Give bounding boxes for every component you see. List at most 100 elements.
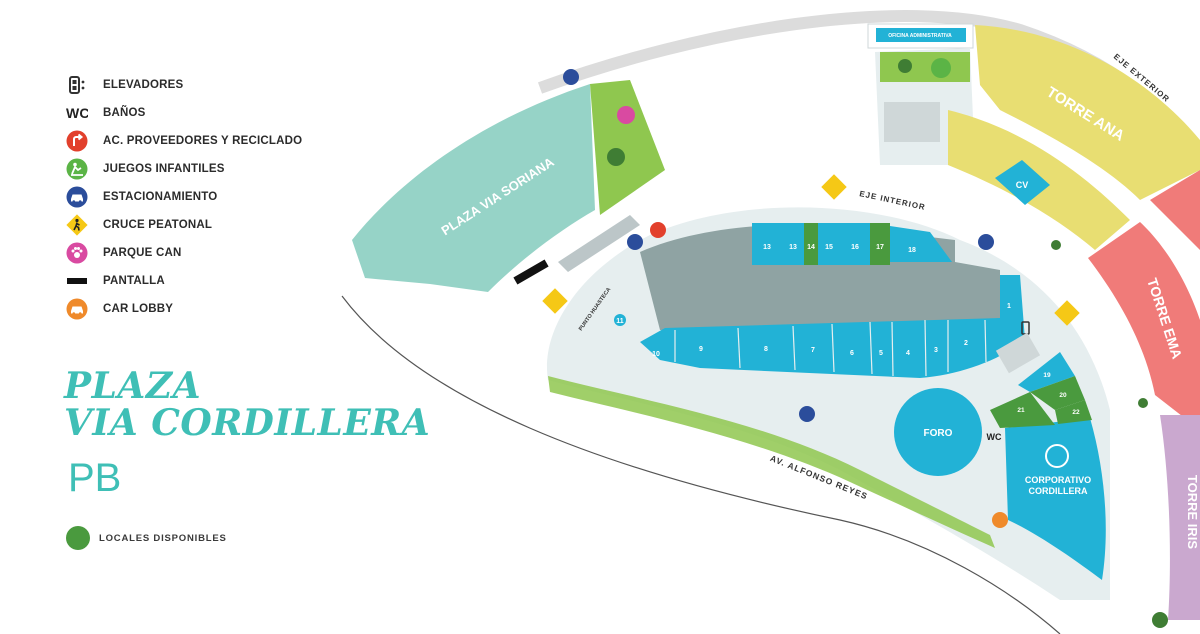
car-lobby-icon [66,298,88,320]
torre-iris [1160,415,1200,620]
title-line-1: PLAZA [64,365,202,407]
map-title: PLAZA VIA CORDILLERA [64,368,430,442]
unit-label: 13 [789,244,797,251]
dog-park-icon [66,242,88,264]
stairs [884,102,940,142]
unit-label: 7 [811,347,815,354]
unit-22 [1055,400,1092,424]
legend-label: CRUCE PEATONAL [103,219,213,231]
unit-label: 4 [906,350,910,357]
available-units-key: LOCALES DISPONIBLES [66,526,227,550]
legend-item-cruce: CRUCE PEATONAL [66,214,212,236]
unit-label: 15 [825,244,833,251]
torre-iris-label: TORRE IRIS [1185,475,1200,549]
legend-label: ELEVADORES [103,79,184,91]
parking-icon [627,234,643,250]
torre-ema-upper [1150,170,1200,250]
unit-label: 8 [764,346,768,353]
unit-label: 2 [964,340,968,347]
foro-label: FORO [924,428,953,439]
unit-label: 20 [1059,392,1067,399]
unit-label: 13 [763,244,771,251]
unit-dividers [674,319,987,377]
parking-icon [978,234,994,250]
legend-label: PANTALLA [103,275,165,287]
oficina-label: OFICINA ADMINISTRATIVA [888,33,952,39]
courtyard-green [880,52,970,82]
title-line-2: VIA CORDILLERA [64,402,431,444]
cordillera-label: CORDILLERA [1029,486,1088,496]
oficina-box [876,28,966,42]
unit-label: 19 [1043,372,1051,379]
legend-label: BAÑOS [103,107,146,119]
parking-icon [563,69,579,85]
tree-icon [607,148,625,166]
tree-icon [1138,398,1148,408]
unit-label: 3 [934,347,938,354]
screen-marker [513,259,549,285]
available-label: LOCALES DISPONIBLES [99,532,227,544]
unit-label: 10 [652,351,660,358]
tree-icon [1152,612,1168,628]
screen-icon [66,270,88,292]
dog-park-icon [617,106,635,124]
legend-label: PARQUE CAN [103,247,182,259]
wc-icon: WC [66,102,88,124]
unit-label: 16 [851,244,859,251]
supplier-access-icon [650,222,666,238]
ramp [558,215,640,272]
legend-label: AC. PROVEEDORES Y RECICLADO [103,135,303,147]
car-lobby-icon [992,512,1008,528]
unit-label: 17 [876,244,884,251]
pedestrian-crossing-icon [542,288,568,314]
unit-label: 9 [699,346,703,353]
corporativo-label: CORPORATIVO [1025,475,1091,485]
unit-label: 21 [1017,407,1025,414]
legend-item-elevadores: ELEVADORES [66,74,183,96]
supplier-access-icon [66,130,88,152]
cordillera-logo-icon [1045,444,1069,468]
corporativo-cordillera [1005,418,1106,580]
foro [894,388,982,476]
pedestrian-crossing-icon [821,174,847,200]
parking-icon [66,186,88,208]
unit-label: 5 [879,350,883,357]
eje-interior-label: EJE INTERIOR [859,189,927,212]
legend-item-pantalla: PANTALLA [66,270,165,292]
dog-park-area [590,80,665,215]
legend-item-estacionamiento: ESTACIONAMIENTO [66,186,217,208]
legend-item-proveedores: AC. PROVEEDORES Y RECICLADO [66,130,302,152]
unit-21 [990,392,1055,428]
parking-icon [799,406,815,422]
pedestrian-crossing-icon [66,214,88,236]
level-label: PB [68,456,122,500]
legend-label: JUEGOS INFANTILES [103,163,225,175]
unit-11-marker [614,314,626,326]
tree-icon [898,59,912,73]
cv-label: CV [1016,180,1029,190]
playground-icon [66,158,88,180]
playground-icon [931,58,951,78]
unit-label: 14 [807,244,815,251]
cv-box [995,160,1050,205]
torre-ana [975,25,1200,200]
elevator-icon [66,74,88,96]
unit-label: 6 [850,350,854,357]
legend-label: CAR LOBBY [103,303,174,315]
unit-label: 18 [908,247,916,254]
unit-20 [1030,376,1085,410]
unit-label: 1 [1007,303,1011,310]
legend-item-juegos: JUEGOS INFANTILES [66,158,225,180]
available-dot-icon [66,526,90,550]
plaza-soriana [352,84,595,292]
wc-map-label: WC [987,432,1002,442]
tree-icon [1051,240,1061,250]
wc-glyph: WC [66,105,88,121]
unit-19 [1018,352,1075,392]
top-units [752,223,952,265]
unit-label: 11 [616,318,624,325]
torre-ema [1088,222,1200,430]
unit-label: 22 [1072,409,1080,416]
legend-label: ESTACIONAMIENTO [103,191,218,203]
